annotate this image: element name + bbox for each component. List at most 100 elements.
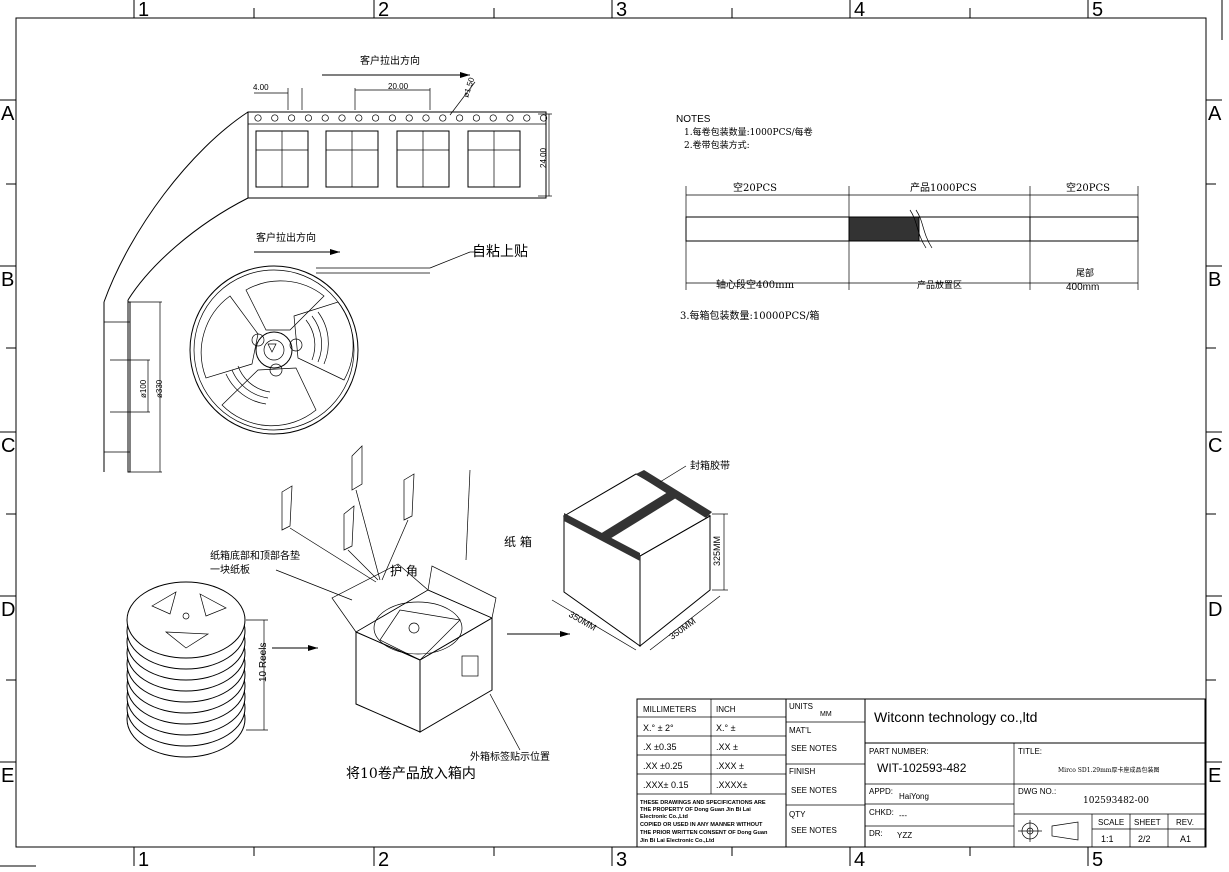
- reel-window: [199, 593, 227, 617]
- sprocket-hole: [523, 114, 531, 122]
- tape-width-dim: 24.00: [539, 147, 548, 168]
- reel-window: [151, 591, 177, 615]
- sprocket-hole: [540, 114, 548, 122]
- sprocket-hole: [355, 114, 363, 122]
- tol-in-3: .XXXX±: [716, 780, 748, 790]
- seg-right-bottom-2: 400mm: [1066, 282, 1099, 293]
- units-label: UNITS: [789, 702, 813, 711]
- sprocket-hole: [489, 114, 497, 122]
- row-label-right-b: B: [1208, 269, 1221, 291]
- sprocket-hole: [456, 114, 464, 122]
- sheet-value: 2/2: [1138, 834, 1151, 844]
- row-label-left-e: E: [1, 765, 14, 787]
- seg-right-top: 空20PCS: [1066, 181, 1110, 194]
- closed-carton: 封箱胶带 325MM 350MM 350MM: [551, 459, 730, 651]
- qty-value: SEE NOTES: [791, 826, 837, 835]
- col-label-bottom-2: 2: [378, 849, 389, 871]
- tape-pitch-20: 20.00: [388, 82, 409, 91]
- reel-stack: 10 Reels 将10卷产品放入箱内: [126, 581, 476, 782]
- dwg-no: 102593482-00: [1083, 796, 1149, 806]
- qty-label: QTY: [789, 810, 806, 819]
- sealing-tape-label: 封箱胶带: [690, 459, 730, 472]
- part-number: WIT-102593-482: [877, 761, 967, 775]
- notes-heading: NOTES: [676, 114, 711, 125]
- inch-header: INCH: [716, 705, 736, 714]
- chkd-value: ---: [899, 811, 907, 820]
- matl-value: SEE NOTES: [791, 744, 837, 753]
- disclaimer: THESE DRAWINGS AND SPECIFICATIONS ARE TH…: [640, 800, 768, 844]
- reel-hub: [182, 612, 190, 620]
- tape-view: 客户拉出方向 4.00 20.00 ø1.50 24.00 ø100 ø330: [103, 54, 552, 473]
- title-label: TITLE:: [1018, 747, 1042, 756]
- sprocket-hole: [254, 114, 262, 122]
- title-block: MILLIMETERS INCH X.° ± 2° X.° ± .X ±0.35…: [636, 698, 1206, 848]
- row-label-right-a: A: [1208, 103, 1222, 125]
- dr-value: YZZ: [897, 831, 912, 840]
- reel-hub-dia: ø100: [139, 379, 148, 398]
- tape-pitch-4: 4.00: [253, 83, 269, 92]
- dr-label: DR:: [869, 829, 883, 838]
- carton-height-dim: 325MM: [712, 536, 722, 566]
- sprocket-hole: [506, 114, 514, 122]
- millimeters-header: MILLIMETERS: [643, 705, 696, 714]
- seg-mid-bottom: 产品放置区: [917, 279, 962, 291]
- finish-label: FINISH: [789, 767, 815, 776]
- carton-width-dim-2: 350MM: [667, 616, 697, 642]
- seg-left-top: 空20PCS: [733, 181, 777, 194]
- dwg-no-label: DWG NO.:: [1018, 787, 1056, 796]
- sprocket-hole: [388, 114, 396, 122]
- disclaimer-line: THESE DRAWINGS AND SPECIFICATIONS ARE: [640, 800, 766, 806]
- seg-mid-top: 产品1000PCS: [910, 181, 977, 194]
- disclaimer-line: Jin Bi Lai Electronic Co.,Ltd: [640, 838, 715, 844]
- note-3: 3.每箱包装数量:10000PCS/箱: [680, 309, 819, 322]
- rev-value: A1: [1180, 834, 1191, 844]
- col-label-top-5: 5: [1092, 0, 1103, 21]
- col-label-bottom-1: 1: [138, 849, 149, 871]
- reel-window: [164, 631, 210, 649]
- corner-guard-label: 护 角: [390, 564, 418, 578]
- tol-mm-2: .XX ±0.25: [643, 761, 682, 771]
- sheet-label: SHEET: [1134, 818, 1161, 827]
- reel-outer-dia: ø330: [155, 379, 164, 398]
- open-carton: 纸箱底部和顶部各垫 一块纸板 护 角 纸 箱 外箱标签贴示位置: [210, 445, 570, 763]
- notes-block: NOTES 1.每卷包装数量:1000PCS/每卷 2.卷带包装方式: 3.每箱…: [676, 114, 1139, 322]
- rev-label: REV.: [1176, 818, 1194, 827]
- label-position-note: 外箱标签贴示位置: [470, 750, 550, 763]
- disclaimer-line: COPIED OR USED IN ANY MANNER WITHOUT: [640, 822, 763, 828]
- carton-label: 纸 箱: [504, 534, 532, 549]
- seg-right-bottom-1: 尾部: [1076, 267, 1094, 279]
- note-1: 1.每卷包装数量:1000PCS/每卷: [684, 126, 813, 138]
- disclaimer-line: Electronic Co.,Ltd: [640, 814, 688, 820]
- tol-in-1: .XX ±: [716, 742, 738, 752]
- finish-value: SEE NOTES: [791, 786, 837, 795]
- row-label-right-d: D: [1208, 599, 1222, 621]
- reel-front-view: 客户拉出方向 自粘上贴: [189, 231, 528, 435]
- col-label-top-2: 2: [378, 0, 389, 21]
- row-label-right-e: E: [1208, 765, 1221, 787]
- stack-count-label: 10 Reels: [258, 643, 269, 682]
- tol-in-0: X.° ±: [716, 723, 736, 733]
- stack-caption: 将10卷产品放入箱内: [346, 766, 476, 782]
- row-label-left-b: B: [1, 269, 14, 291]
- board-label-1: 纸箱底部和顶部各垫: [210, 549, 300, 562]
- reel-pull-direction: 客户拉出方向: [256, 231, 316, 244]
- matl-label: MAT'L: [789, 726, 812, 735]
- note-2: 2.卷带包装方式:: [684, 139, 750, 151]
- sprocket-hole: [439, 114, 447, 122]
- col-label-bottom-4: 4: [854, 849, 865, 871]
- seg-left-bottom: 轴心段空400mm: [716, 278, 795, 291]
- col-label-top-3: 3: [616, 0, 627, 21]
- row-label-right-c: C: [1208, 435, 1222, 457]
- tol-mm-3: .XXX± 0.15: [643, 780, 688, 790]
- board-label-2: 一块纸板: [210, 563, 250, 576]
- company-name: Witconn technology co.,ltd: [874, 709, 1037, 725]
- tape-pull-direction: 客户拉出方向: [360, 54, 420, 67]
- sprocket-hole: [338, 114, 346, 122]
- units-value: MM: [820, 711, 832, 718]
- sprocket-hole: [372, 114, 380, 122]
- scale-value: 1:1: [1101, 834, 1114, 844]
- sprocket-hole: [271, 114, 279, 122]
- tol-in-2: .XXX ±: [716, 761, 744, 771]
